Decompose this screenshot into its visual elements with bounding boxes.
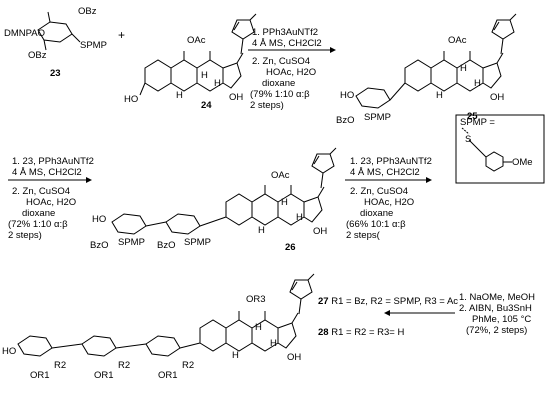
compound-25-label-h: H xyxy=(474,78,481,89)
compound-27-28-label-r2: R2 xyxy=(118,360,131,371)
compound-26-structure xyxy=(111,147,337,235)
compound-26-label-h: H xyxy=(281,197,288,208)
compound-25-number: 25 xyxy=(467,111,478,122)
compound-25-label-ho: HO xyxy=(340,90,355,101)
step3-line: 2 steps( xyxy=(346,230,380,241)
spmp-definition-box xyxy=(455,114,545,184)
step1-line: dioxane xyxy=(262,78,296,89)
step2-line: dioxane xyxy=(22,208,56,219)
reaction-arrow-3 xyxy=(345,177,432,183)
compound-23-label-obz: OBz xyxy=(78,6,97,17)
compound-27-28-structure xyxy=(17,273,315,357)
compound-27-28-label-r2: R2 xyxy=(182,360,195,371)
step1-line: HOAc, H2O xyxy=(266,67,317,78)
compound-26-label-bzo: BzO xyxy=(90,240,109,251)
compound-23-label-spmp: SPMP xyxy=(80,40,107,51)
compound-27-28-label-or1: OR1 xyxy=(30,370,50,381)
compound-27-28-label-oh: OH xyxy=(287,352,302,363)
compound-25-label-oac: OAc xyxy=(448,35,467,46)
step1-line: 4 Å MS, CH2Cl2 xyxy=(252,38,322,49)
step1-line: 2 steps) xyxy=(250,100,284,111)
definition-27-text: R1 = Bz, R2 = SPMP, R3 = Ac xyxy=(331,296,459,307)
step1-line: 1. PPh3AuNTf2 xyxy=(252,27,319,38)
reaction-arrow-1 xyxy=(248,47,336,53)
step3-line: (66% 10:1 α:β xyxy=(346,219,406,230)
compound-27-28-label-r2: R2 xyxy=(54,360,67,371)
step4-line: PhMe, 105 °C xyxy=(472,314,532,325)
spmp-box-ome: OMe xyxy=(512,157,533,168)
compound-26-label-h: H xyxy=(258,225,265,236)
compound-23-structure xyxy=(37,11,81,51)
compound-27-28-label-ho: HO xyxy=(2,346,17,357)
step1-line: (79% 1:10 α:β xyxy=(250,89,310,100)
compound-25-label-h: H xyxy=(460,63,467,74)
compound-24-label-ho: HO xyxy=(124,94,139,105)
compound-23-label-dmnpao: DMNPAO xyxy=(4,28,45,39)
compound-26-label-spmp: SPMP xyxy=(184,237,211,248)
step3-line: 2. Zn, CuSO4 xyxy=(350,186,409,197)
compound-25-label-oh: OH xyxy=(490,92,505,103)
step3-line: 4 Å MS, CH2Cl2 xyxy=(350,167,420,178)
compound-27-28-label-h: H xyxy=(270,338,277,349)
step4-line: 2. AIBN, Bu3SnH xyxy=(459,303,532,314)
definition-28-number: 28 xyxy=(318,327,329,338)
compound-26-label-oac: OAc xyxy=(271,170,290,181)
compound-24-structure xyxy=(139,13,257,96)
compound-25-structure xyxy=(355,13,517,109)
step3-line: HOAc, H2O xyxy=(364,197,415,208)
compound-24-label-oh: OH xyxy=(229,92,244,103)
spmp-box-sulfur: S xyxy=(465,134,472,145)
compound-27-28-label-h: H xyxy=(232,350,239,361)
step3-line: dioxane xyxy=(360,208,394,219)
reaction-arrow-4 xyxy=(384,310,455,316)
compound-27-28-label-or1: OR1 xyxy=(158,370,178,381)
compound-27-28-label-or3: OR3 xyxy=(246,294,266,305)
definition-27: 27 R1 = Bz, R2 = SPMP, R3 = Ac xyxy=(318,296,458,307)
reaction-arrow-2 xyxy=(8,177,92,183)
definition-28-text: R1 = R2 = R3= H xyxy=(331,327,405,338)
compound-26-number: 26 xyxy=(285,242,296,253)
step2-line: (72% 1:10 α:β xyxy=(8,219,68,230)
step2-line: 1. 23, PPh3AuNTf2 xyxy=(12,156,94,167)
compound-25-label-spmp: SPMP xyxy=(364,112,391,123)
step2-line: 2. Zn, CuSO4 xyxy=(12,186,71,197)
compound-27-28-label-h: H xyxy=(255,322,262,333)
definition-27-number: 27 xyxy=(318,296,329,307)
compound-25-label-bzo: BzO xyxy=(336,115,355,126)
compound-24-label-h: H xyxy=(176,90,183,101)
step2-line: HOAc, H2O xyxy=(26,197,77,208)
compound-23-label-obz: OBz xyxy=(28,50,47,61)
spmp-box-title: SPMP = xyxy=(460,117,495,128)
compound-25-label-h: H xyxy=(436,90,443,101)
compound-26-label-spmp: SPMP xyxy=(118,237,145,248)
step2-line: 4 Å MS, CH2Cl2 xyxy=(12,167,82,178)
step4-line: 1. NaOMe, MeOH xyxy=(459,292,536,303)
compound-23-number: 23 xyxy=(50,68,61,79)
compound-24-number: 24 xyxy=(201,100,212,111)
compound-24-label-oac: OAc xyxy=(187,35,206,46)
compound-26-label-oh: OH xyxy=(313,226,328,237)
definition-28: 28 R1 = R2 = R3= H xyxy=(318,327,404,338)
step3-line: 1. 23, PPh3AuNTf2 xyxy=(350,156,432,167)
compound-26-label-h: H xyxy=(296,212,303,223)
step4-line: (72%, 2 steps) xyxy=(466,325,528,336)
compound-26-label-ho: HO xyxy=(92,214,107,225)
step2-line: 2 steps) xyxy=(8,230,42,241)
compound-24-label-h: H xyxy=(201,70,208,81)
step1-line: 2. Zn, CuSO4 xyxy=(252,56,311,67)
plus-sign: + xyxy=(118,28,126,42)
compound-27-28-label-or1: OR1 xyxy=(94,370,114,381)
compound-26-label-bzo: BzO xyxy=(157,240,176,251)
compound-24-label-h: H xyxy=(214,78,221,89)
